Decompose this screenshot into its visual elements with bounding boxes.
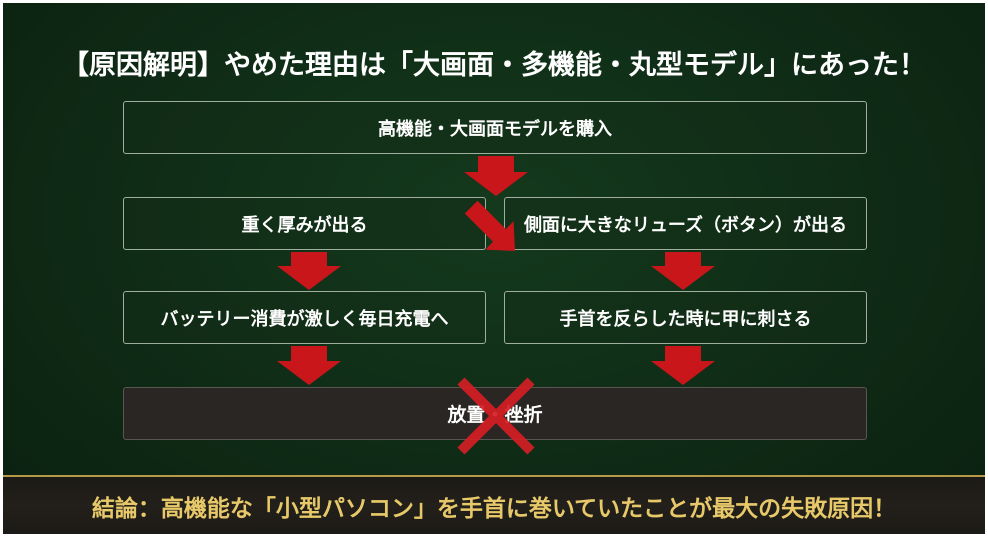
arrow-down-top [464, 156, 528, 196]
box-top-label: 高機能・大画面モデルを購入 [378, 118, 612, 140]
box-right-2: 手首を反らした時に甲に刺さる [504, 291, 867, 344]
arrow-down-right-1 [651, 252, 715, 290]
arrow-down-right-2 [651, 346, 715, 385]
box-right-2-label: 手首を反らした時に甲に刺さる [559, 308, 812, 330]
arrow-down-left-2 [277, 346, 341, 385]
flow-arrows [277, 156, 715, 455]
box-left-2-label: バッテリー消費が激しく毎日充電へ [160, 308, 449, 330]
conclusion-text: 結論：高機能な「小型パソコン」を手首に巻いていたことが最大の失敗原因！ [91, 495, 897, 522]
arrow-down-left-1 [277, 252, 341, 290]
conclusion-banner: 結論：高機能な「小型パソコン」を手首に巻いていたことが最大の失敗原因！ [3, 475, 985, 534]
page-title: 【原因解明】やめた理由は「大画面・多機能・丸型モデル」にあった！ [62, 50, 926, 81]
cross-icon [457, 377, 535, 455]
slide: 【原因解明】やめた理由は「大画面・多機能・丸型モデル」にあった！ 高機能・大画面… [3, 3, 985, 534]
box-right-1-label: 側面に大きなリューズ（ボタン）が出る [523, 214, 848, 236]
box-right-1: 側面に大きなリューズ（ボタン）が出る [504, 197, 867, 250]
box-left-2: バッテリー消費が激しく毎日充電へ [123, 291, 486, 344]
box-top: 高機能・大画面モデルを購入 [123, 101, 867, 154]
arrow-diagonal [464, 200, 515, 251]
box-left-1-label: 重く厚みが出る [241, 214, 368, 236]
